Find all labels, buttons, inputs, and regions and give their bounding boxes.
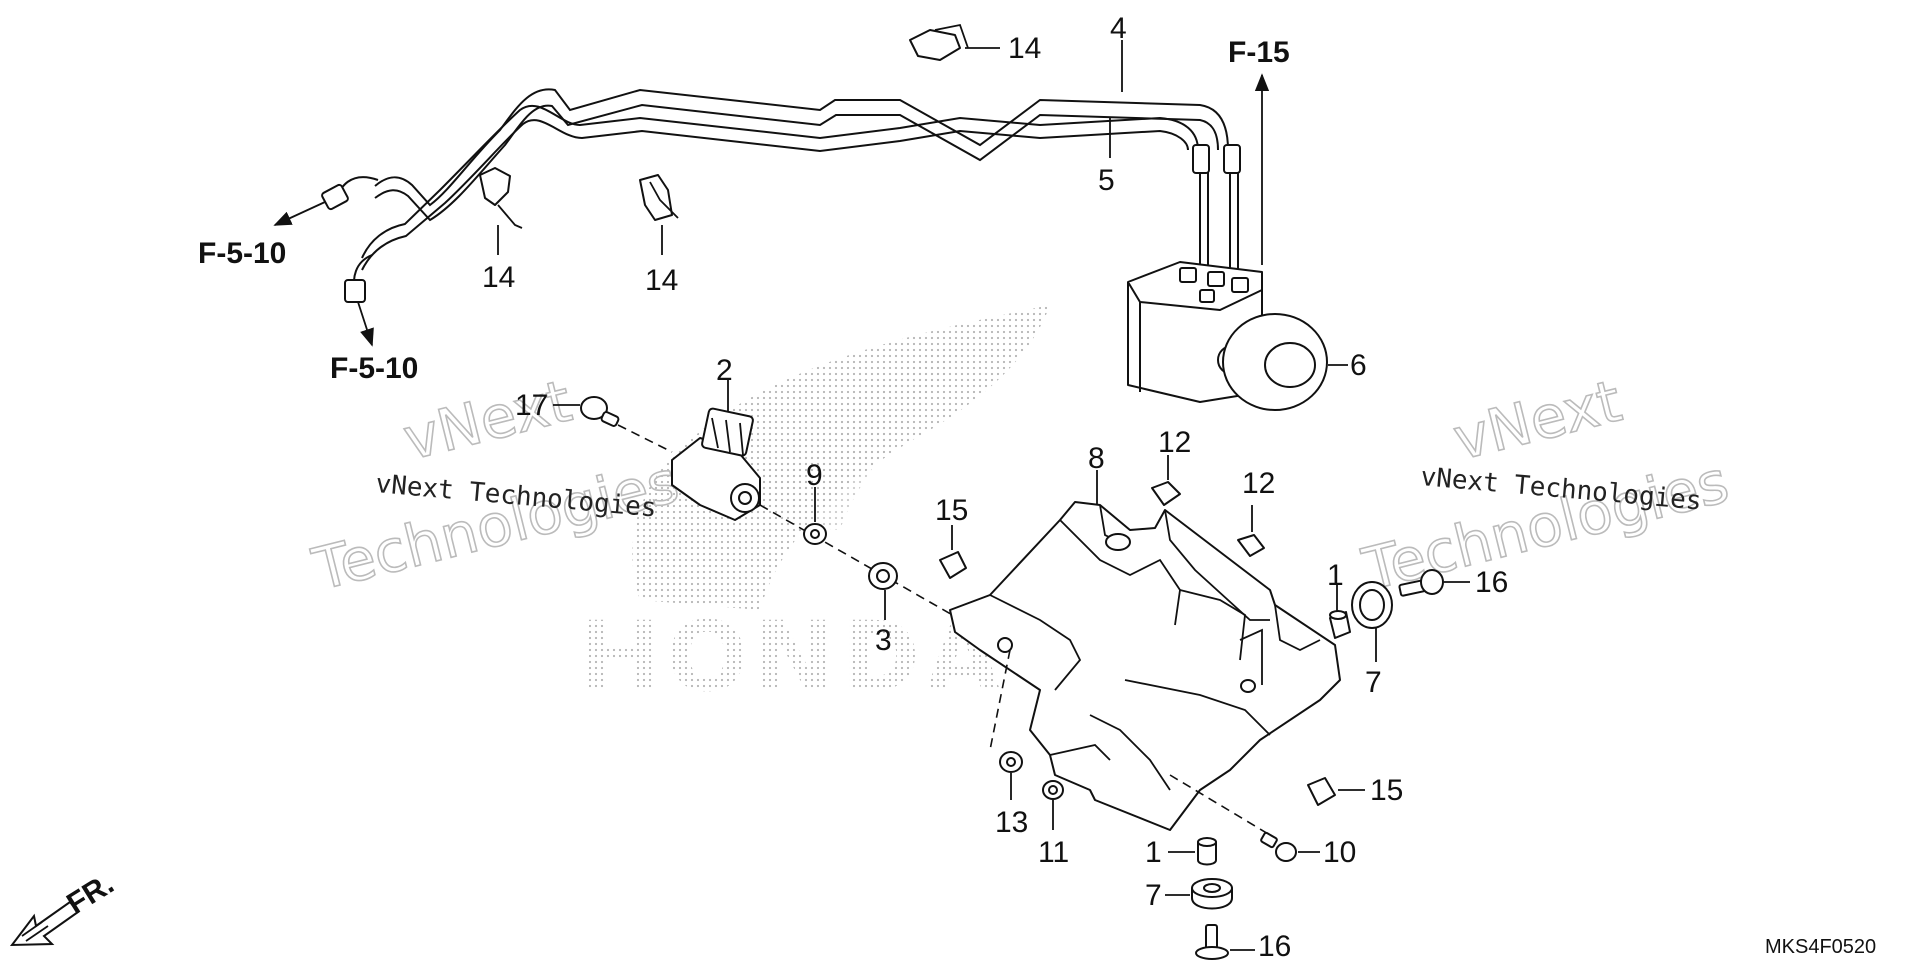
ref-f510-upper[interactable]: F-5-10 (198, 237, 286, 270)
sensor (671, 407, 761, 521)
diagram-code: MKS4F0520 (1765, 936, 1876, 958)
nut-12-left (1151, 481, 1181, 506)
callout-9[interactable]: 9 (806, 459, 823, 492)
callout-4[interactable]: 4 (1110, 12, 1127, 45)
ref-f510-lower[interactable]: F-5-10 (330, 352, 418, 385)
collar-1-right (1329, 610, 1351, 639)
callout-1-bottom[interactable]: 1 (1145, 836, 1162, 869)
callout-10[interactable]: 10 (1323, 836, 1356, 869)
callout-14-middle[interactable]: 14 (645, 264, 678, 297)
callout-14-top[interactable]: 14 (1008, 32, 1041, 65)
callout-15-lower[interactable]: 15 (1370, 774, 1403, 807)
ref-arrow-lower (357, 301, 374, 347)
callout-17[interactable]: 17 (515, 389, 548, 422)
axis-13 (989, 649, 1011, 751)
axis-10 (1169, 774, 1271, 836)
callout-2[interactable]: 2 (716, 354, 733, 387)
watermark-outline-top-left: vNext (397, 367, 578, 474)
grommet-7-bottom (1191, 878, 1233, 910)
clamp-top (909, 23, 969, 61)
callout-6[interactable]: 6 (1350, 349, 1367, 382)
clip-15-upper (939, 551, 967, 579)
callout-3[interactable]: 3 (875, 624, 892, 657)
callout-7-bottom[interactable]: 7 (1145, 879, 1162, 912)
bolt-17 (580, 396, 620, 427)
callout-1-right[interactable]: 1 (1327, 559, 1344, 592)
bolt-16-bottom (1195, 924, 1229, 960)
wing-watermark (632, 305, 1050, 610)
callout-11[interactable]: 11 (1038, 836, 1069, 869)
callout-12-right[interactable]: 12 (1242, 467, 1275, 500)
ref-f15[interactable]: F-15 (1228, 36, 1290, 69)
watermark-outline-top-right: vNext (1447, 367, 1628, 474)
axis-17 (617, 424, 673, 453)
clamp-left (479, 167, 523, 229)
brake-pipes (321, 88, 1241, 303)
callout-13[interactable]: 13 (995, 806, 1028, 839)
clip-15-lower (1307, 777, 1336, 806)
stay-bracket (949, 501, 1341, 831)
callout-15-upper[interactable]: 15 (935, 494, 968, 527)
ref-arrow-upper (273, 201, 326, 226)
collar-1-bottom (1197, 837, 1217, 866)
clamp-middle (639, 174, 679, 221)
callout-14-left[interactable]: 14 (482, 261, 515, 294)
callout-12-left[interactable]: 12 (1158, 426, 1191, 459)
callout-8[interactable]: 8 (1088, 442, 1105, 475)
bolt-10 (1260, 831, 1297, 862)
callout-5[interactable]: 5 (1098, 164, 1115, 197)
watermark-outline-bottom-left: Technologies (306, 447, 685, 603)
bolt-16-right (1398, 569, 1444, 597)
front-direction-arrow (9, 900, 80, 947)
grommet-7-right (1351, 581, 1393, 629)
brand-watermark: HONDA (580, 601, 1006, 713)
nut-12-right (1237, 534, 1265, 557)
callout-16-right[interactable]: 16 (1475, 566, 1508, 599)
abs-modulator (1127, 261, 1328, 411)
callout-16-bottom[interactable]: 16 (1258, 930, 1291, 960)
callout-7-right[interactable]: 7 (1365, 666, 1382, 699)
watermark-outline-bottom-right: Technologies (1356, 447, 1735, 603)
